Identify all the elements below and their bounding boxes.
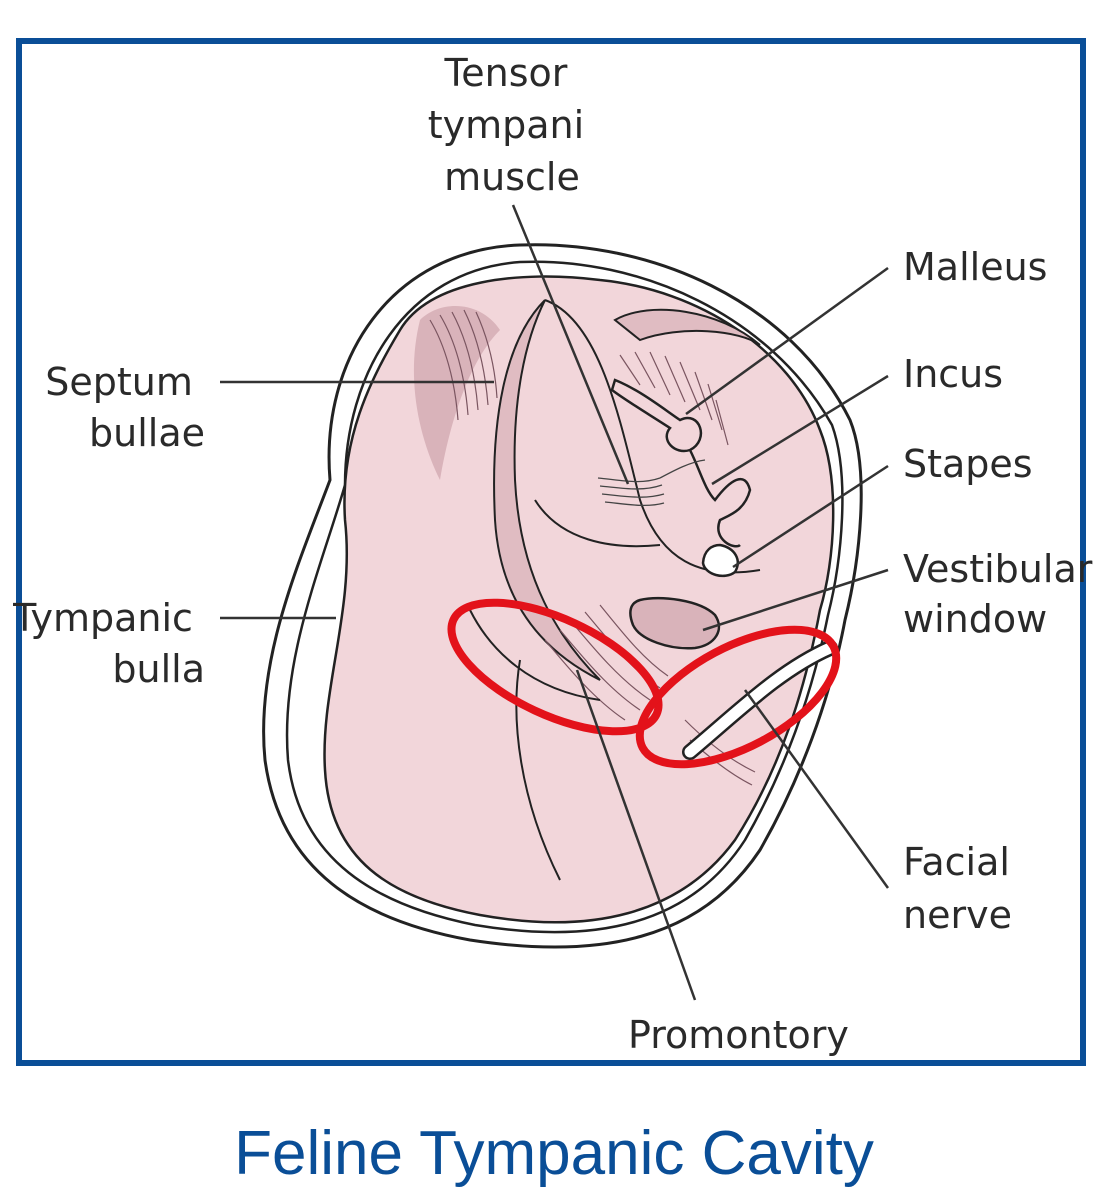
tympanic-cavity-diagram: Tensor tympani muscle Malleus Incus Stap…: [12, 51, 1104, 1057]
promontory-contour: [515, 659, 561, 881]
label-vestibular-window: Vestibular window: [903, 547, 1104, 641]
label-incus: Incus: [903, 352, 1003, 396]
label-septum-bullae: Septum bullae: [45, 360, 205, 455]
label-promontory: Promontory: [628, 1013, 849, 1057]
septum-bullae-ridge: [493, 299, 601, 681]
figure-caption: Feline Tympanic Cavity: [234, 1119, 874, 1188]
epitympanic-fold: [613, 308, 761, 346]
inner-fold-line-2: [534, 499, 661, 548]
label-tensor-tympani: Tensor tympani muscle: [428, 51, 597, 199]
label-malleus: Malleus: [903, 245, 1047, 289]
incus-bone: [688, 449, 752, 548]
promontory-highlight-ellipse: [447, 598, 663, 736]
stapes-bone: [701, 543, 739, 578]
label-stapes: Stapes: [903, 442, 1033, 486]
vestibular-window-shape: [629, 596, 721, 650]
label-facial-nerve: Facial nerve: [903, 840, 1022, 937]
label-tympanic-bulla: Tympanic bulla: [12, 596, 205, 691]
facial-nerve-tube-fill: [684, 642, 836, 758]
tensor-tympani-fibers: [597, 459, 706, 507]
leader-lines: [220, 204, 890, 1001]
malleus-hatching: [619, 351, 729, 446]
septum-hatching: [429, 309, 498, 421]
promontory-contour-2: [469, 609, 601, 701]
facial-nerve-highlight-ellipse: [635, 625, 841, 769]
